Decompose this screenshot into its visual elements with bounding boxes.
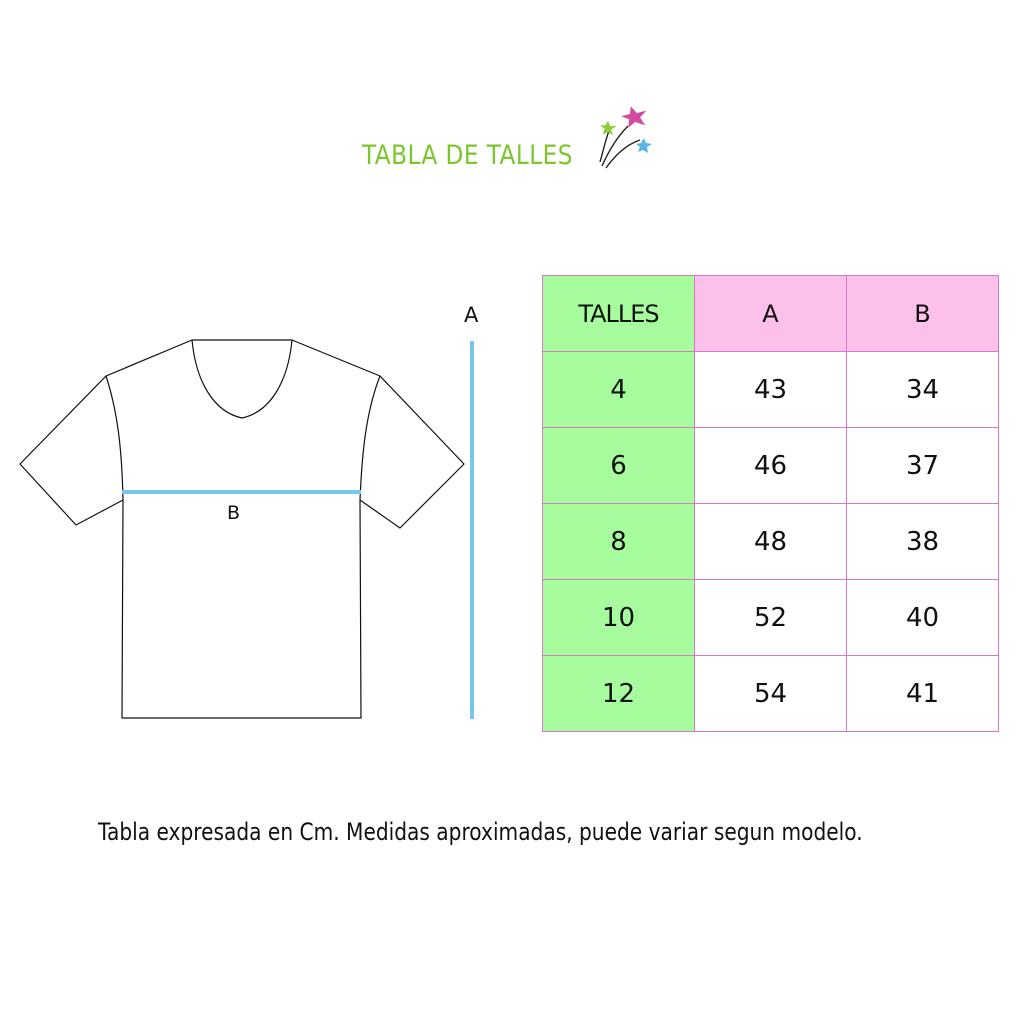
table-header-row: TALLES A B	[542, 275, 999, 352]
header-a: A	[694, 275, 847, 352]
size-cell: 12	[542, 655, 695, 732]
size-cell: 6	[542, 427, 695, 504]
value-a-cell: 43	[694, 351, 847, 428]
table-row: 8 48 38	[542, 503, 999, 580]
stars-icon	[599, 106, 652, 169]
tshirt-diagram	[19, 339, 465, 719]
measure-label-b: B	[227, 502, 241, 524]
size-cell: 4	[542, 351, 695, 428]
table-row: 6 46 37	[542, 427, 999, 504]
size-cell: 8	[542, 503, 695, 580]
size-cell: 10	[542, 579, 695, 656]
value-a-cell: 48	[694, 503, 847, 580]
value-a-cell: 46	[694, 427, 847, 504]
footnote: Tabla expresada en Cm. Medidas aproximad…	[98, 818, 863, 846]
value-b-cell: 40	[846, 579, 999, 656]
measure-label-a: A	[464, 303, 479, 327]
value-b-cell: 38	[846, 503, 999, 580]
value-b-cell: 37	[846, 427, 999, 504]
table-row: 4 43 34	[542, 351, 999, 428]
size-table: TALLES A B 4 43 34 6 46 37 8 48 38 10 52…	[542, 275, 999, 732]
value-b-cell: 41	[846, 655, 999, 732]
value-b-cell: 34	[846, 351, 999, 428]
value-a-cell: 52	[694, 579, 847, 656]
page-title: TABLA DE TALLES	[362, 140, 573, 171]
table-row: 12 54 41	[542, 655, 999, 732]
header-b: B	[846, 275, 999, 352]
table-row: 10 52 40	[542, 579, 999, 656]
value-a-cell: 54	[694, 655, 847, 732]
measure-line-a	[470, 341, 474, 719]
header-talles: TALLES	[542, 275, 695, 352]
